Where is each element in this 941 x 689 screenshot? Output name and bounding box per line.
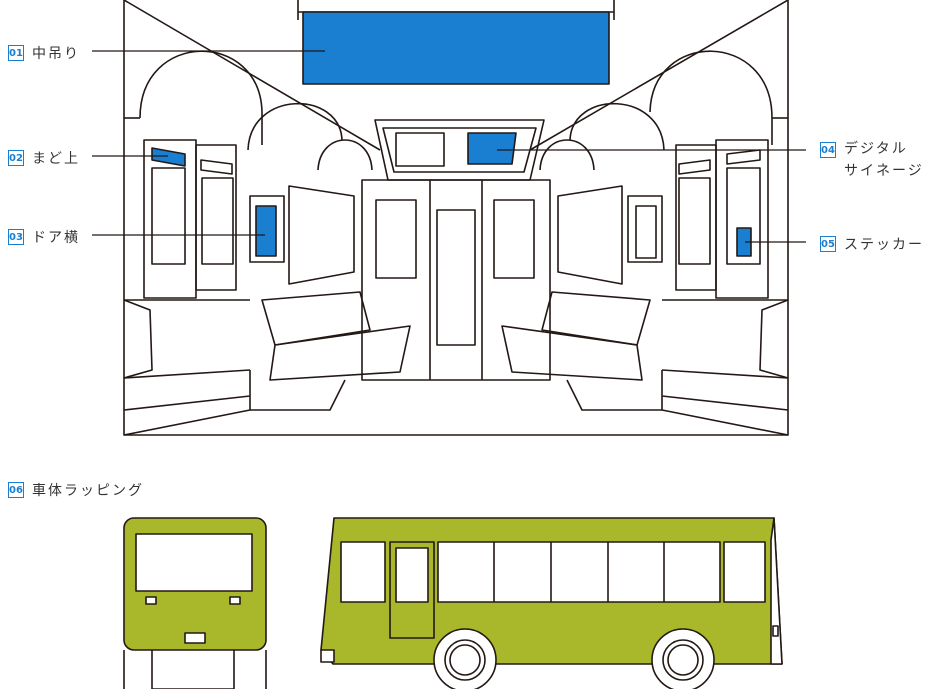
- label-number: 02: [8, 150, 24, 166]
- spot-door-side: [255, 205, 277, 257]
- leader-lines: [92, 50, 806, 243]
- ad-spots: [151, 11, 752, 257]
- label-text: 中吊り: [32, 46, 80, 62]
- label-door-side: 03 ドア横: [8, 227, 80, 247]
- label-number: 05: [820, 236, 836, 252]
- bus-rear: [123, 517, 267, 689]
- label-number: 01: [8, 45, 24, 61]
- spot-digital-signage: [467, 132, 517, 165]
- label-number: 04: [820, 142, 836, 158]
- bus-side: [320, 517, 783, 689]
- spot-above-window: [151, 147, 186, 167]
- label-sticker: 05 ステッカー: [820, 234, 924, 254]
- label-text-line1: デジタル: [844, 141, 908, 157]
- label-above-window: 02 まど上: [8, 148, 80, 168]
- label-text: ステッカー: [844, 237, 924, 253]
- label-text: まど上: [32, 151, 80, 167]
- label-text: デジタル サイネージ: [844, 138, 924, 182]
- label-digital-signage: 04 デジタル サイネージ: [820, 141, 924, 182]
- spot-hanging-ad: [302, 11, 610, 85]
- label-text-line2: サイネージ: [844, 163, 924, 179]
- label-text: 車体ラッピング: [32, 483, 144, 499]
- label-text: ドア横: [32, 230, 80, 246]
- label-number: 06: [8, 482, 24, 498]
- label-body-wrapping: 06 車体ラッピング: [8, 480, 144, 500]
- label-hanging-ad: 01 中吊り: [8, 43, 80, 63]
- label-number: 03: [8, 229, 24, 245]
